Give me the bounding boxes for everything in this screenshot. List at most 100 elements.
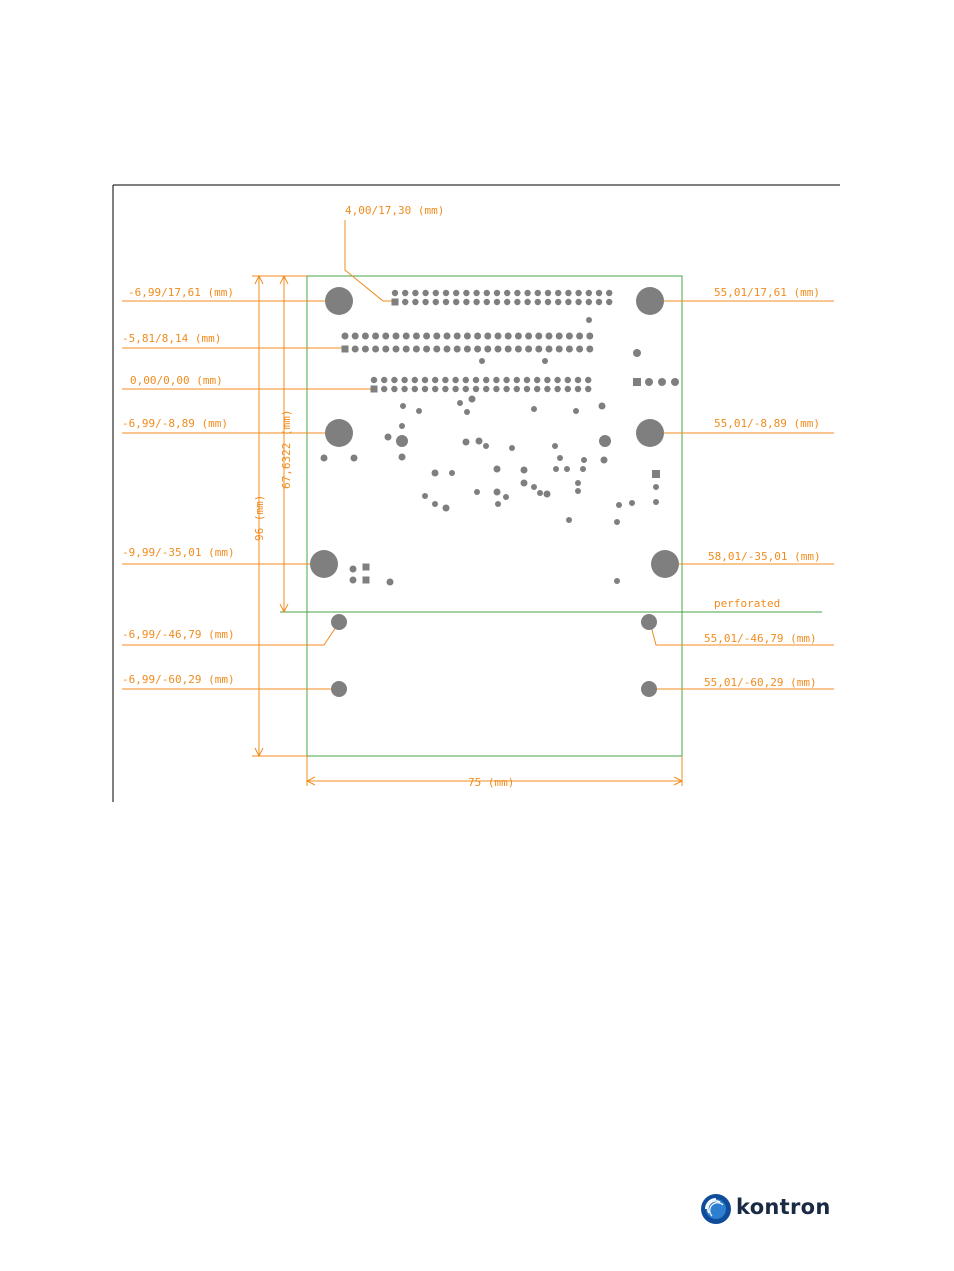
pad — [342, 333, 349, 340]
pad — [412, 290, 418, 296]
pad — [432, 470, 439, 477]
pad — [463, 386, 469, 392]
pad — [601, 457, 608, 464]
pad — [463, 377, 469, 383]
pad — [469, 396, 476, 403]
mounting-hole — [636, 419, 664, 447]
pad — [537, 490, 543, 496]
pad — [556, 346, 563, 353]
pad — [385, 434, 392, 441]
mounting-hole — [636, 287, 664, 315]
pad — [546, 346, 553, 353]
pad — [372, 346, 379, 353]
left-label: -5,81/8,14 (mm) — [122, 332, 221, 345]
pad — [350, 566, 357, 573]
pad — [442, 386, 448, 392]
pad — [423, 333, 430, 340]
width-dimension-label: 75 (mm) — [468, 776, 514, 789]
square-pad — [392, 299, 399, 306]
pad — [399, 454, 406, 461]
pad — [524, 386, 530, 392]
pad — [422, 493, 428, 499]
right-label: 55,01/-46,79 (mm) — [704, 632, 817, 645]
pad — [671, 378, 679, 386]
pad — [393, 346, 400, 353]
pad — [372, 333, 379, 340]
left-label: -6,99/-8,89 (mm) — [122, 417, 228, 430]
perforated-label: perforated — [714, 597, 780, 610]
pad — [443, 290, 449, 296]
mounting-hole — [641, 614, 657, 630]
height-total-label: 96 (mm) — [253, 495, 266, 541]
pad — [565, 386, 571, 392]
mounting-hole — [331, 614, 347, 630]
pad — [444, 346, 451, 353]
pad — [381, 377, 387, 383]
pad — [555, 290, 561, 296]
pad — [534, 377, 540, 383]
pad — [483, 386, 489, 392]
pad — [476, 438, 483, 445]
pad — [514, 290, 520, 296]
pad — [412, 377, 418, 383]
pad — [464, 346, 471, 353]
pad — [493, 377, 499, 383]
pad — [575, 488, 581, 494]
pad — [596, 290, 602, 296]
pad — [392, 290, 398, 296]
pad — [422, 290, 428, 296]
pad — [585, 386, 591, 392]
pad — [515, 333, 522, 340]
pad — [494, 290, 500, 296]
pad — [596, 299, 602, 305]
pad — [493, 386, 499, 392]
pad — [484, 333, 491, 340]
pad — [544, 491, 551, 498]
pad — [352, 346, 359, 353]
pad — [412, 386, 418, 392]
pad — [544, 386, 550, 392]
pad — [515, 346, 522, 353]
pad — [614, 519, 620, 525]
pad — [382, 346, 389, 353]
pad — [494, 489, 501, 496]
pad — [503, 494, 509, 500]
pad — [391, 377, 397, 383]
pad — [399, 423, 405, 429]
pad — [452, 377, 458, 383]
pad — [514, 386, 520, 392]
pad — [423, 346, 430, 353]
mounting-hole — [325, 419, 353, 447]
pad — [535, 299, 541, 305]
pad — [575, 386, 581, 392]
pad — [576, 346, 583, 353]
pad — [474, 346, 481, 353]
pad — [433, 299, 439, 305]
pad — [565, 299, 571, 305]
pad — [599, 435, 611, 447]
pad — [576, 333, 583, 340]
pad — [453, 290, 459, 296]
pad — [351, 455, 358, 462]
pad — [444, 333, 451, 340]
mounting-hole — [325, 287, 353, 315]
pad — [396, 435, 408, 447]
pad — [555, 299, 561, 305]
pad — [433, 290, 439, 296]
pad — [586, 317, 592, 323]
pad — [509, 445, 515, 451]
pad — [556, 333, 563, 340]
pad — [403, 346, 410, 353]
left-label: -6,99/-46,79 (mm) — [122, 628, 235, 641]
pad — [606, 299, 612, 305]
pad — [575, 480, 581, 486]
pad — [442, 377, 448, 383]
pad — [545, 299, 551, 305]
mounting-hole — [310, 550, 338, 578]
pad — [483, 377, 489, 383]
right-label: 55,01/-8,89 (mm) — [714, 417, 820, 430]
pad — [403, 333, 410, 340]
pad — [580, 466, 586, 472]
pad — [393, 333, 400, 340]
pad — [494, 466, 501, 473]
